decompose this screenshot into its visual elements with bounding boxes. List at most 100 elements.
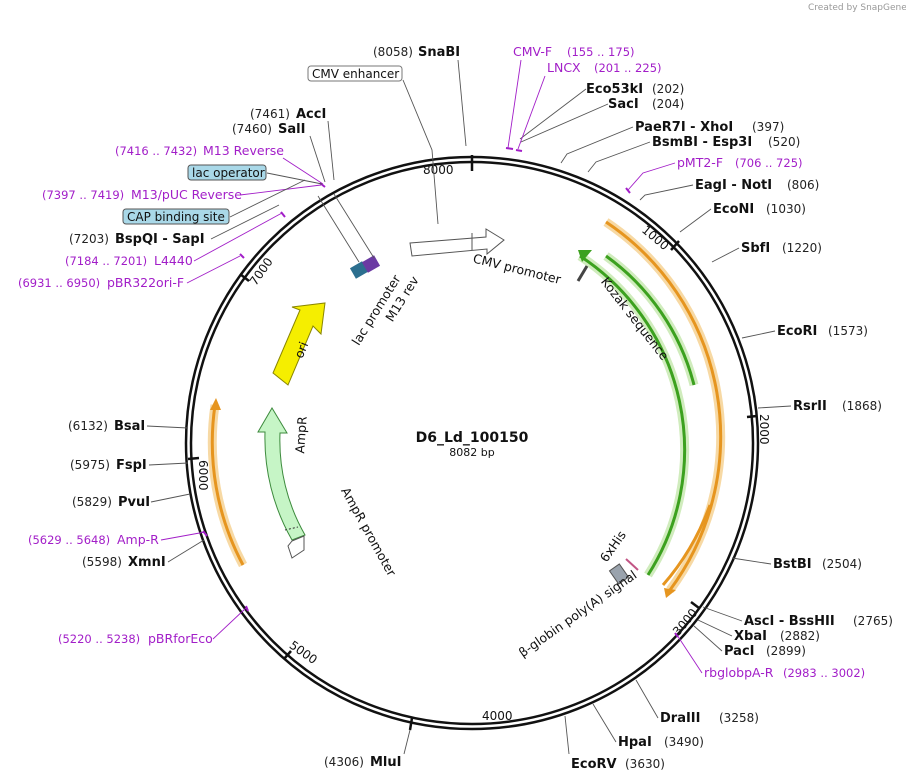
site-eco53ki[interactable]: Eco53kI (202) (519, 82, 684, 140)
primer-lncx[interactable]: LNCX (201 .. 225) (517, 60, 662, 150)
svg-text:(7460): (7460) (232, 122, 272, 136)
primer-pmt2-f[interactable]: pMT2-F (706 .. 725) (627, 155, 803, 191)
lac-promoter-leader (317, 195, 360, 263)
site-rsrii[interactable]: RsrII (1868) (757, 399, 882, 414)
primer-amp-r[interactable]: (5629 .. 5648) Amp-R (28, 531, 206, 547)
site-pvui[interactable]: (5829) PvuI (72, 493, 191, 510)
svg-text:DraIII: DraIII (660, 711, 701, 726)
site-econi[interactable]: EcoNI (1030) (679, 202, 806, 233)
primer-m13puc-reverse[interactable]: (7397 .. 7419) M13/pUC Reverse (42, 184, 322, 202)
polyA-marker (608, 563, 630, 585)
site-fspi[interactable]: (5975) FspI (70, 458, 189, 473)
orf-orange-left (210, 404, 245, 566)
plasmid-length: 8082 bp (449, 446, 494, 459)
svg-text:(4306): (4306) (324, 755, 364, 769)
svg-text:(1573): (1573) (828, 324, 868, 338)
svg-text:(5220 .. 5238): (5220 .. 5238) (58, 632, 140, 646)
svg-text:LNCX: LNCX (547, 60, 581, 75)
tick-label-2000: 2000 (757, 414, 771, 445)
lac-promoter-marker (349, 261, 369, 279)
svg-text:CAP binding site: CAP binding site (127, 210, 225, 224)
svg-text:M13 Reverse: M13 Reverse (203, 143, 284, 158)
svg-text:(2882): (2882) (780, 629, 820, 643)
svg-text:(2504): (2504) (822, 557, 862, 571)
svg-text:(7203): (7203) (69, 232, 109, 246)
svg-text:BsaI: BsaI (114, 419, 145, 434)
orf-orange-outer (605, 220, 723, 591)
snapgene-watermark: Created by SnapGene (808, 3, 906, 13)
site-esp3i[interactable]: BsmBI - Esp3I (520) (587, 135, 800, 173)
primer-rbglobpa-r[interactable]: rbglobpA-R (2983 .. 3002) (676, 634, 865, 680)
site-sapi[interactable]: (7203) BspQI - SapI (69, 204, 280, 247)
site-noti[interactable]: EagI - NotI (806) (639, 178, 819, 201)
svg-text:PaeR7I - XhoI: PaeR7I - XhoI (635, 120, 733, 135)
primer-m13-reverse[interactable]: (7416 .. 7432) M13 Reverse (115, 143, 324, 185)
site-bsshii[interactable]: AscI - BssHII (2765) (702, 606, 893, 629)
svg-text:L4440: L4440 (154, 253, 193, 268)
feature-cap-binding-site[interactable]: CAP binding site (122, 179, 306, 225)
ori-arrow (272, 302, 326, 386)
svg-text:(7184 .. 7201): (7184 .. 7201) (65, 254, 147, 268)
svg-text:(5975): (5975) (70, 458, 110, 472)
site-acci[interactable]: (7461) AccI (250, 107, 335, 181)
svg-text:(520): (520) (768, 135, 800, 149)
svg-text:CMV-F: CMV-F (513, 44, 552, 59)
svg-text:(7397 .. 7419): (7397 .. 7419) (42, 188, 124, 202)
tick-label-5000: 5000 (287, 638, 320, 667)
site-sbfi[interactable]: SbfI (1220) (711, 241, 822, 263)
tick-label-8000: 8000 (423, 163, 454, 177)
svg-text:(806): (806) (787, 178, 819, 192)
site-xbai[interactable]: XbaI (2882) (697, 619, 820, 644)
6xhis-label: 6xHis (597, 528, 629, 565)
m13-rev-leader (333, 193, 375, 259)
site-xmni[interactable]: (5598) XmnI (82, 539, 205, 570)
ampr-promoter-arrow (287, 535, 305, 559)
site-draiii[interactable]: DraIII (3258) (635, 679, 759, 726)
plasmid-name: D6_Ld_100150 (416, 430, 529, 446)
orf-orange-left-head (210, 398, 221, 410)
svg-text:rbglobpA-R: rbglobpA-R (704, 665, 774, 680)
site-ecorv[interactable]: EcoRV (3630) (564, 715, 665, 772)
site-ecori[interactable]: EcoRI (1573) (741, 324, 868, 339)
svg-text:Eco53kI: Eco53kI (586, 82, 643, 97)
svg-text:PvuI: PvuI (118, 495, 150, 510)
site-saci[interactable]: SacI (204) (520, 97, 684, 143)
ampr-arrow (257, 407, 306, 541)
feature-cmv-enhancer[interactable]: CMV enhancer (307, 65, 439, 225)
svg-text:SnaBI: SnaBI (418, 45, 460, 60)
svg-text:BstBI: BstBI (773, 557, 812, 572)
svg-text:MluI: MluI (370, 755, 401, 770)
svg-text:(3490): (3490) (664, 735, 704, 749)
feature-lac-operator[interactable]: lac operator (187, 164, 323, 185)
svg-text:XbaI: XbaI (734, 629, 767, 644)
svg-text:Amp-R: Amp-R (117, 532, 159, 547)
site-snabi[interactable]: (8058) SnaBI (373, 45, 467, 147)
site-mlui[interactable]: (4306) MluI (324, 729, 411, 770)
site-hpai[interactable]: HpaI (3490) (592, 703, 704, 750)
site-bstbi[interactable]: BstBI (2504) (731, 557, 862, 572)
cmv-promoter-arrow (409, 228, 505, 257)
svg-text:(6931 .. 6950): (6931 .. 6950) (18, 276, 100, 290)
primer-pbrforeco[interactable]: (5220 .. 5238) pBRforEco (58, 607, 247, 646)
svg-text:(3630): (3630) (625, 757, 665, 771)
svg-text:EagI - NotI: EagI - NotI (695, 178, 772, 193)
svg-text:EcoNI: EcoNI (713, 202, 754, 217)
svg-text:(8058): (8058) (373, 45, 413, 59)
svg-text:(7461): (7461) (250, 107, 290, 121)
primer-l4440[interactable]: (7184 .. 7201) L4440 (65, 212, 283, 268)
svg-text:pBR322ori-F: pBR322ori-F (107, 275, 184, 290)
site-sali[interactable]: (7460) SalI (232, 122, 326, 183)
primer-cmv-f[interactable]: CMV-F (155 .. 175) (507, 44, 635, 149)
primer-pbr322ori-f[interactable]: (6931 .. 6950) pBR322ori-F (18, 255, 241, 290)
svg-text:SbfI: SbfI (741, 241, 770, 256)
svg-text:RsrII: RsrII (793, 399, 827, 414)
site-xhoi[interactable]: PaeR7I - XhoI (397) (560, 120, 784, 164)
orf-green-outer-head (578, 250, 592, 262)
6xhis-marker (625, 558, 639, 571)
svg-text:FspI: FspI (116, 458, 147, 473)
site-bsai[interactable]: (6132) BsaI (68, 419, 189, 434)
svg-text:pMT2-F: pMT2-F (677, 155, 723, 170)
svg-text:BspQI - SapI: BspQI - SapI (115, 232, 205, 247)
orf-green-outer (579, 254, 687, 576)
site-paci[interactable]: PacI (2899) (693, 625, 806, 659)
